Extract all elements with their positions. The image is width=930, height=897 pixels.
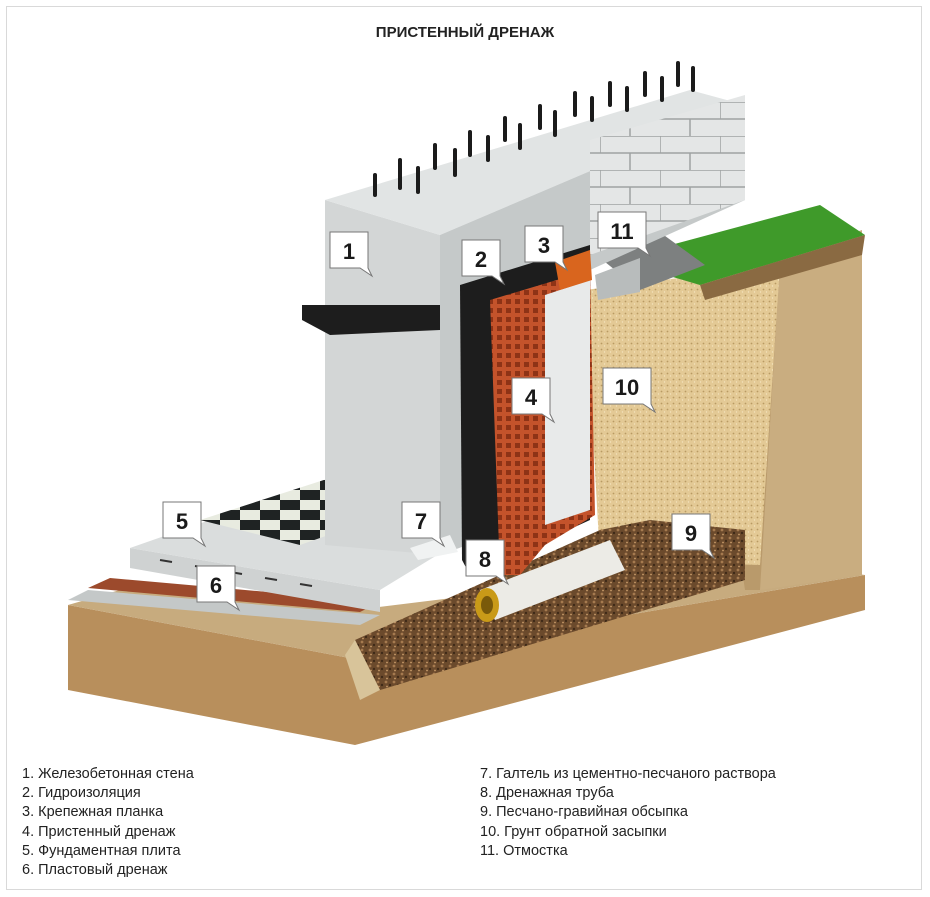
legend-item: 3. Крепежная планка xyxy=(22,804,164,821)
drainage-illustration: 1 2 3 4 5 6 7 8 9 10 11 xyxy=(68,61,865,745)
geotextile xyxy=(545,280,590,525)
fastening-strip xyxy=(555,250,592,290)
natural-soil xyxy=(760,230,862,590)
backfill-soil xyxy=(585,265,780,565)
legend-item: 5. Фундаментная плита xyxy=(22,842,181,859)
callout-label-5: 5 xyxy=(176,509,188,534)
callout-7: 7 xyxy=(401,501,446,548)
legend-item: 1. Железобетонная стена xyxy=(22,766,194,782)
callout-1: 1 xyxy=(329,231,374,278)
wall-front xyxy=(325,200,440,555)
callout-2: 2 xyxy=(461,239,506,286)
legend-item: 10. Грунт обратной засыпки xyxy=(480,823,667,840)
legend-item: 6. Пластовый дренаж xyxy=(22,862,168,879)
callout-label-2: 2 xyxy=(475,247,487,272)
callout-label-10: 10 xyxy=(615,375,639,400)
soil-under-grass xyxy=(700,235,865,300)
callout-label-7: 7 xyxy=(415,509,427,534)
callout-label-1: 1 xyxy=(343,239,355,264)
legend-right: 7. Галтель из цементно-песчаного раствор… xyxy=(480,765,776,861)
callout-label-8: 8 xyxy=(479,547,491,572)
callout-6: 6 xyxy=(196,565,241,612)
pad-layer xyxy=(68,590,380,625)
waterstop xyxy=(302,305,440,335)
legend-item: 2. Гидроизоляция xyxy=(22,785,141,802)
sand-bed-edge xyxy=(345,640,380,700)
legend-item: 8. Дренажная труба xyxy=(480,785,614,802)
callout-9: 9 xyxy=(671,513,716,560)
callout-10: 10 xyxy=(602,367,657,414)
gravel-backfill xyxy=(355,520,745,690)
legend-left: 1. Железобетонная стена 2. Гидроизоляция… xyxy=(22,765,194,880)
callout-8: 8 xyxy=(465,539,510,586)
legend-item: 7. Галтель из цементно-песчаного раствор… xyxy=(480,766,776,782)
blind-area-curb xyxy=(595,258,640,300)
callout-5: 5 xyxy=(162,501,207,548)
legend-item: 11. Отмостка xyxy=(480,842,568,859)
drain-pipe xyxy=(475,540,625,622)
callout-label-9: 9 xyxy=(685,521,697,546)
rebar xyxy=(373,61,695,197)
fillet xyxy=(410,535,458,560)
callout-label-4: 4 xyxy=(525,385,538,410)
foundation-slab-front xyxy=(130,548,380,612)
callout-11: 11 xyxy=(597,211,652,258)
callout-3: 3 xyxy=(524,225,569,272)
diagram-frame xyxy=(6,6,922,890)
callout-label-3: 3 xyxy=(538,233,550,258)
legend-item: 9. Песчано-гравийная обсыпка xyxy=(480,804,688,821)
legend-item: 4. Пристенный дренаж xyxy=(22,823,176,840)
callout-label-6: 6 xyxy=(210,573,222,598)
callout-4: 4 xyxy=(511,377,556,424)
diagram-title: ПРИСТЕННЫЙ ДРЕНАЖ xyxy=(375,24,555,41)
callout-label-11: 11 xyxy=(610,219,633,244)
